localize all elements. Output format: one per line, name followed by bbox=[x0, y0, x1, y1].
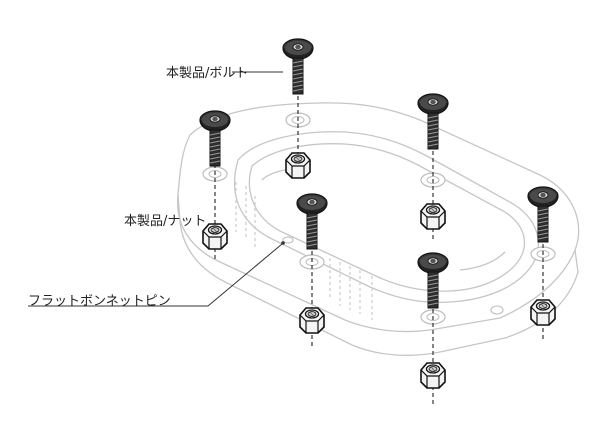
nut-label: 本製品/ナット bbox=[124, 214, 207, 229]
hex-nut-icon bbox=[299, 307, 325, 334]
countersunk-bolt-icon bbox=[527, 186, 559, 243]
hex-nut-icon bbox=[285, 152, 311, 179]
hex-nut-icon bbox=[420, 362, 446, 389]
hex-nut-icon bbox=[420, 203, 446, 230]
assembly-centerlines bbox=[214, 40, 544, 405]
countersunk-bolt-icon bbox=[282, 38, 314, 95]
leader-lines bbox=[28, 71, 285, 307]
bolt-label: 本製品/ボルト bbox=[166, 66, 249, 81]
bonnet-pin-label: フラットボンネットピン bbox=[28, 294, 171, 309]
hex-nut-icon bbox=[530, 299, 556, 326]
bonnet-pin-plate bbox=[176, 102, 580, 356]
countersunk-bolt-icon bbox=[417, 252, 449, 309]
plate-holes bbox=[202, 112, 556, 325]
hex-nut-icon bbox=[202, 223, 228, 250]
countersunk-bolt-icon bbox=[199, 110, 231, 167]
